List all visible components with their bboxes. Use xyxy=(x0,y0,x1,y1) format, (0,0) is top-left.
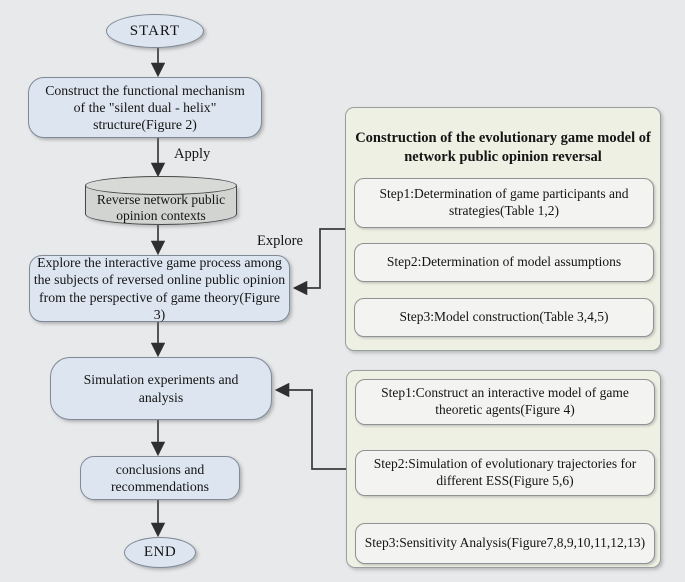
panel1-step2: Step2:Determination of model assumptions xyxy=(354,243,654,282)
simulation-steps-panel: Step1:Construct an interactive model of … xyxy=(346,370,661,568)
opinion-contexts-cylinder: Reverse network public opinion contexts xyxy=(84,176,238,225)
start-node: START xyxy=(106,14,204,48)
panel1-step3: Step3:Model construction(Table 3,4,5) xyxy=(354,298,654,337)
end-node: END xyxy=(124,537,196,568)
simulation-experiments-node: Simulation experiments and analysis xyxy=(50,357,272,420)
explore-arrow-label: Explore xyxy=(257,233,303,249)
connector-panel2-to-simulation xyxy=(274,382,346,470)
panel1-step1: Step1:Determination of game participants… xyxy=(354,178,654,228)
panel2-step2: Step2:Simulation of evolutionary traject… xyxy=(355,450,655,496)
panel2-step3: Step3:Sensitivity Analysis(Figure7,8,9,1… xyxy=(355,523,655,564)
apply-arrow-label: Apply xyxy=(174,146,211,162)
panel2-step1: Step1:Construct an interactive model of … xyxy=(355,379,655,425)
conclusions-node: conclusions and recommendations xyxy=(80,456,240,500)
connector-panel1-to-explore xyxy=(292,228,345,296)
explore-game-process-node: Explore the interactive game process amo… xyxy=(29,255,290,322)
cylinder-label: Reverse network public opinion contexts xyxy=(96,191,226,223)
construct-mechanism-node: Construct the functional mechanism of th… xyxy=(28,77,262,138)
game-model-construction-panel: Construction of the evolutionary game mo… xyxy=(345,107,661,351)
panel1-title: Construction of the evolutionary game mo… xyxy=(355,130,651,165)
